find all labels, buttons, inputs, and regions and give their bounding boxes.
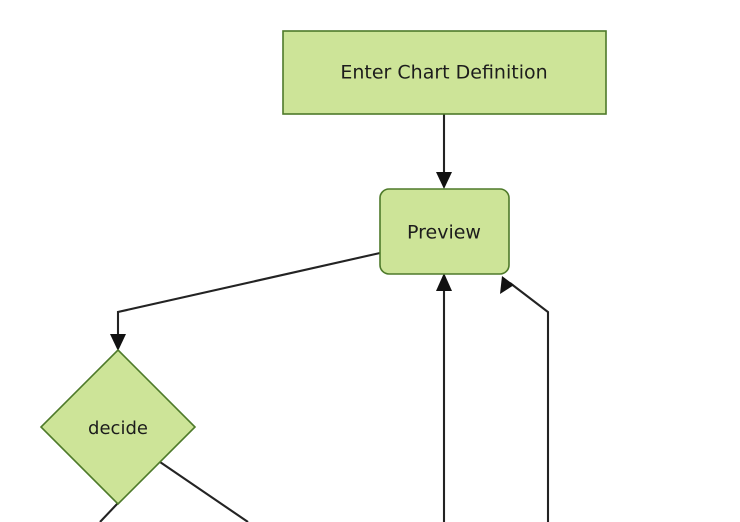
- edge-return-center-to-preview: [436, 273, 452, 522]
- node-label-decide: decide: [88, 418, 148, 439]
- node-rounded-rect[interactable]: [379, 188, 510, 275]
- arrow-head-icon: [500, 276, 514, 294]
- edge-line: [159, 461, 249, 522]
- arrow-head-icon: [110, 334, 126, 351]
- arrow-head-icon: [436, 172, 452, 189]
- node-decide[interactable]: decide: [39, 348, 197, 506]
- node-enter-chart-definition[interactable]: Enter Chart Definition: [282, 30, 607, 115]
- edge-line: [116, 251, 381, 342]
- node-label-preview: Preview: [407, 222, 481, 244]
- node-label-enter-chart-definition: Enter Chart Definition: [340, 62, 547, 84]
- edge-decide-out-right: [159, 461, 249, 522]
- edge-line: [509, 282, 550, 522]
- edge-enter-to-preview: [436, 114, 452, 189]
- edge-decide-out-left: [99, 502, 119, 522]
- edge-preview-to-decide: [110, 251, 381, 351]
- node-diamond[interactable]: [39, 348, 197, 506]
- edge-line: [99, 502, 119, 522]
- edge-return-right-to-preview: [500, 276, 550, 522]
- node-preview[interactable]: Preview: [379, 188, 510, 275]
- node-rect[interactable]: [282, 30, 607, 115]
- arrow-head-icon: [436, 273, 452, 291]
